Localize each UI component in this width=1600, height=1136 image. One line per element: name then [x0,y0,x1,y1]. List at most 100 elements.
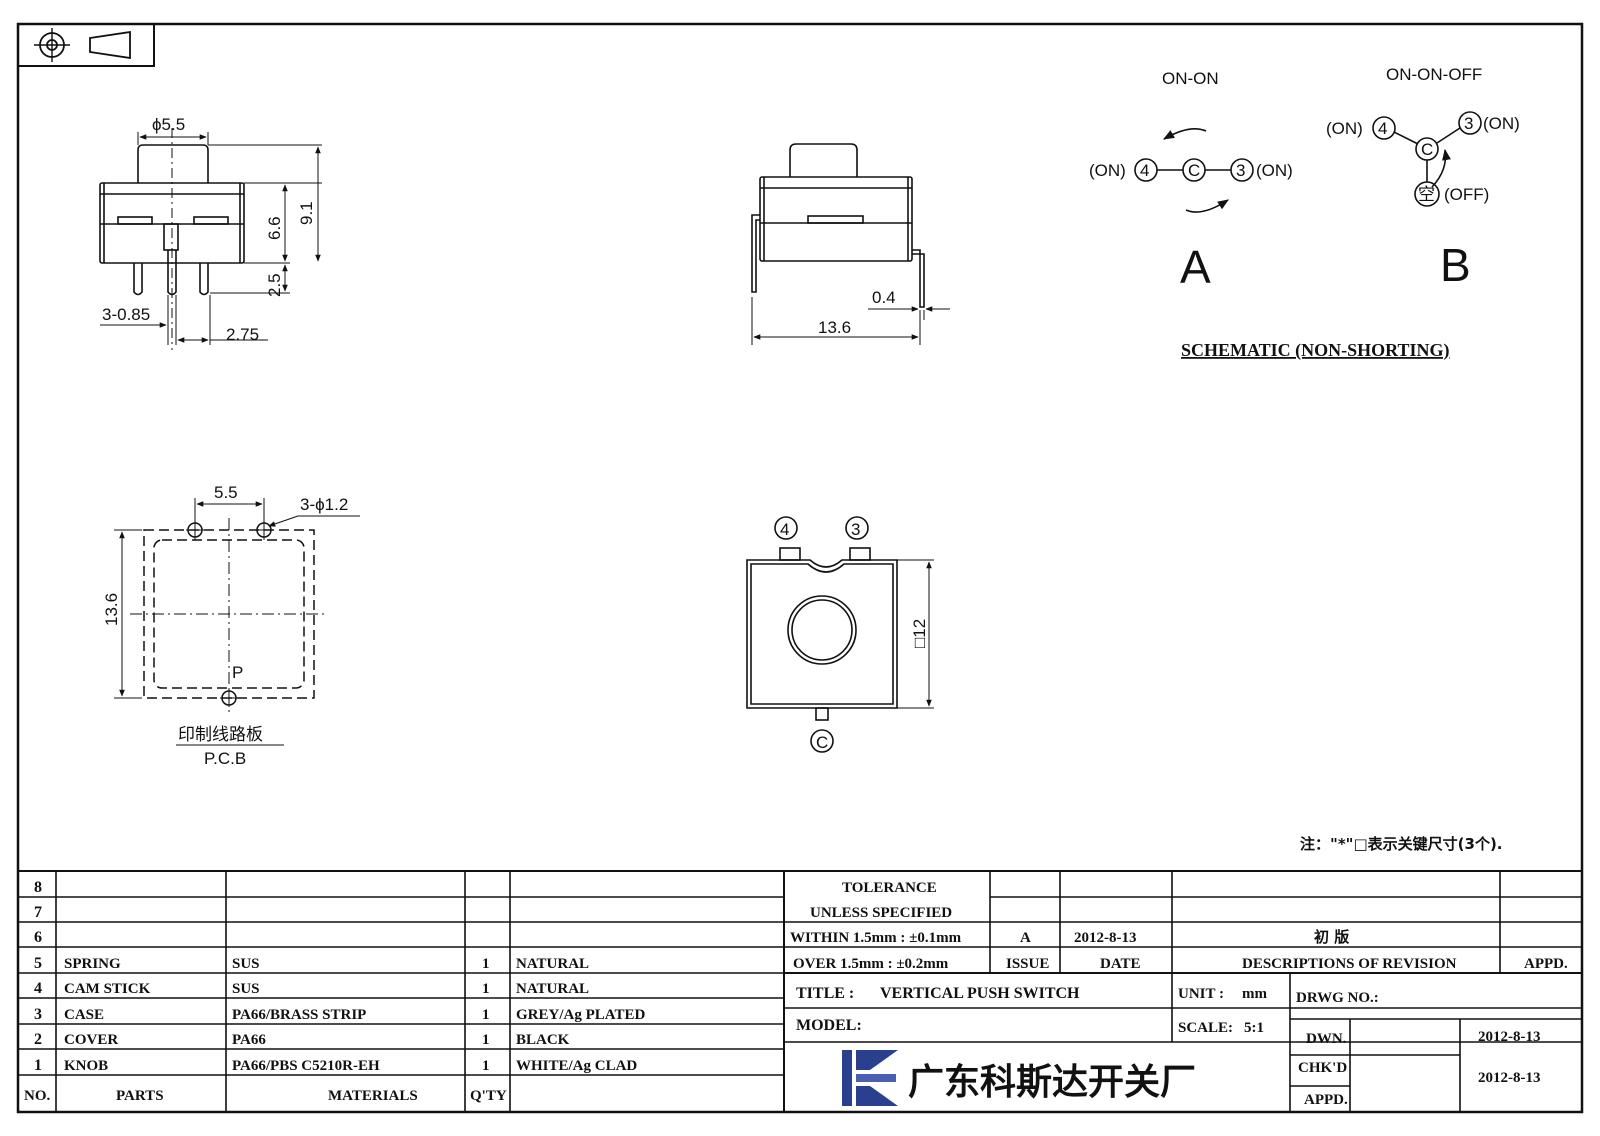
top-view [746,516,934,753]
row-material: SUS [232,981,260,997]
scale-value: 5:1 [1244,1020,1264,1036]
tolerance-line-1: TOLERANCE [842,880,937,896]
side-view [751,143,950,345]
row-qty: 1 [482,1032,490,1048]
model-label: MODEL: [796,1017,862,1034]
schematic-a [1134,128,1254,213]
header-issue: ISSUE [1006,956,1049,972]
dim-pcb-holes: 3-ϕ1.2 [300,495,348,514]
row-qty: 1 [482,1058,490,1074]
schematic-b [1372,111,1482,207]
tolerance-line-4: OVER 1.5mm : ±0.2mm [793,956,949,972]
pcb-view [114,498,360,746]
company-name: 广东科斯达开关厂 [908,1062,1196,1103]
sheet-border [16,22,1584,1114]
row-no: 2 [34,1031,42,1048]
dim-pin-width: 3-0.85 [102,305,150,324]
row-no: 6 [34,929,42,946]
checked-date: 2012-8-13 [1478,1070,1541,1086]
row-part: CASE [64,1007,104,1023]
row-no: 8 [34,879,42,896]
title-label: TITLE : [796,985,854,1002]
dim-pcb-pitch: 5.5 [214,483,238,502]
schematic-b-t3: 3 [1464,114,1473,133]
header-materials: MATERIALS [328,1088,418,1104]
schematic-a-letter: A [1180,241,1211,293]
revision-description: 初 版 [1314,928,1349,946]
row-no: 4 [34,980,42,997]
pcb-label-en: P.C.B [204,749,246,768]
row-finish: WHITE/Ag CLAD [516,1058,637,1074]
row-material: PA66 [232,1032,266,1048]
terminal-4-circle [1372,116,1396,140]
row-qty: 1 [482,1007,490,1023]
terminal-3-circle [1458,111,1482,135]
header-description: DESCRIPTIONS OF REVISION [1242,956,1457,972]
row-finish: NATURAL [516,956,589,972]
row-qty: 1 [482,981,490,997]
revision-date: 2012-8-13 [1074,930,1137,946]
row-part: KNOB [64,1058,108,1074]
arrow-ccw-icon [1163,128,1207,140]
title-value: VERTICAL PUSH SWITCH [880,985,1080,1002]
row-no: 3 [34,1006,42,1023]
tolerance-line-3: WITHIN 1.5mm : ±0.1mm [790,930,962,946]
schematic-a-title: ON-ON [1162,69,1219,88]
drawing-number-label: DRWG NO.: [1296,990,1379,1006]
revision-issue: A [1020,930,1031,946]
dim-body-height: 6.6 [265,216,284,240]
schematic-b-right: (ON) [1483,114,1520,133]
schematic-caption: SCHEMATIC (NON-SHORTING) [1181,340,1450,361]
schematic-b-letter: B [1440,239,1471,291]
pcb-point-label: P [232,663,243,682]
scale-label: SCALE: [1178,1020,1233,1036]
parts-table: 8 7 6 5 SPRING SUS 1 NATURAL 4 CAM STICK… [24,879,645,1104]
schematic-b-tc: C [1421,140,1433,159]
schematic-a-right: (ON) [1256,161,1293,180]
schematic-a-t4: 4 [1140,161,1149,180]
header-qty: Q'TY [470,1088,507,1104]
row-part: COVER [64,1032,118,1048]
checked-label: CHK'D [1298,1060,1347,1076]
row-finish: BLACK [516,1032,570,1048]
title-block: TOLERANCE UNLESS SPECIFIED WITHIN 1.5mm … [790,880,1568,1108]
header-no: NO. [24,1088,51,1104]
row-finish: GREY/Ag PLATED [516,1007,645,1023]
row-material: SUS [232,956,260,972]
top-terminal-c: C [816,733,828,752]
schematic-b-off: (OFF) [1444,185,1489,204]
key-dimension-note: 注："*"□表示关键尺寸(3个). [1300,835,1503,853]
front-view [99,128,322,350]
arrow-cw-icon [1185,199,1229,213]
row-material: PA66/BRASS STRIP [232,1007,366,1023]
company-logo [842,1050,898,1106]
header-parts: PARTS [116,1088,164,1104]
dim-top-size: □12 [910,619,929,648]
row-qty: 1 [482,956,490,972]
projection-symbol-icon [17,23,155,67]
dim-pcb-height: 13.6 [102,593,121,626]
top-terminal-4: 4 [780,520,789,539]
row-part: SPRING [64,956,121,972]
pcb-label-cn: 印制线路板 [178,725,263,745]
dim-pin-thickness: 0.4 [872,288,896,307]
schematic-b-empty: 空 [1418,185,1435,205]
parts-table-grid [18,870,1582,1112]
schematic-a-tc: C [1188,161,1200,180]
row-part: CAM STICK [64,981,151,997]
drawn-date: 2012-8-13 [1478,1029,1541,1045]
row-no: 5 [34,955,42,972]
drawn-label: DWN. [1306,1031,1347,1047]
schematic-b-left: (ON) [1326,119,1363,138]
arrow-rotate-icon [1431,148,1451,188]
row-material: PA66/PBS C5210R-EH [232,1058,380,1074]
row-finish: NATURAL [516,981,589,997]
header-approved: APPD. [1524,956,1568,972]
row-no: 1 [34,1057,42,1074]
dim-side-width: 13.6 [818,318,851,337]
schematic-a-t3: 3 [1236,161,1245,180]
approved-label: APPD. [1304,1092,1348,1108]
unit-value: mm [1242,986,1267,1002]
header-date: DATE [1100,956,1141,972]
